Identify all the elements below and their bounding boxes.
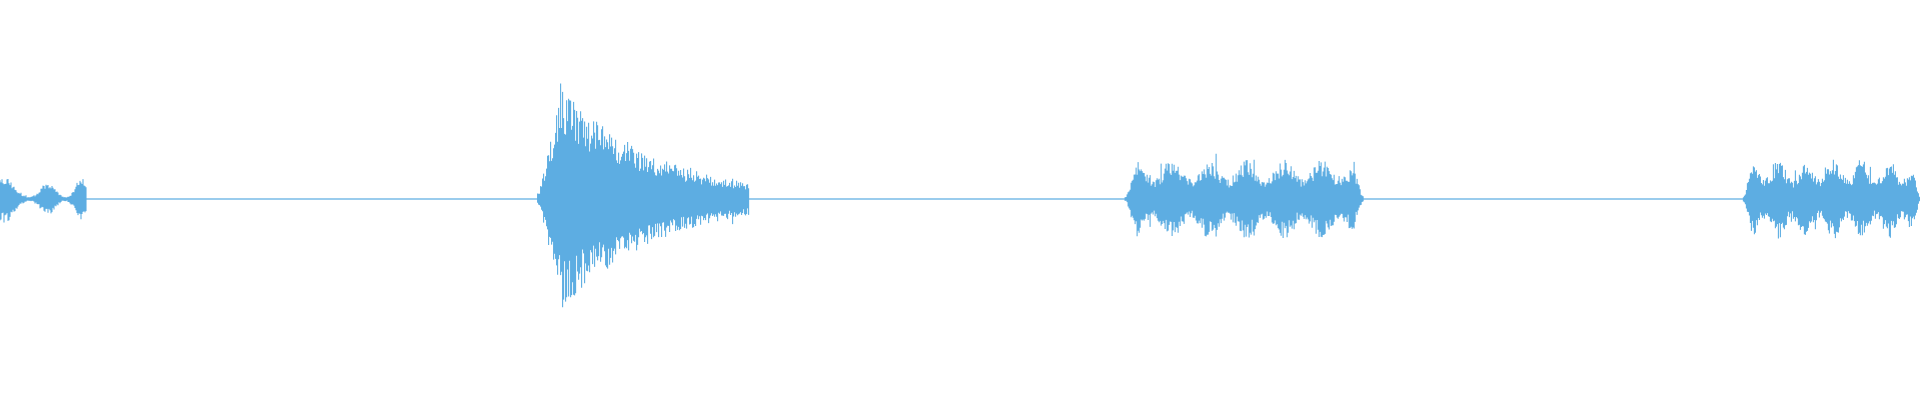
waveform-path [0,83,1920,308]
waveform-samples [0,83,1920,308]
